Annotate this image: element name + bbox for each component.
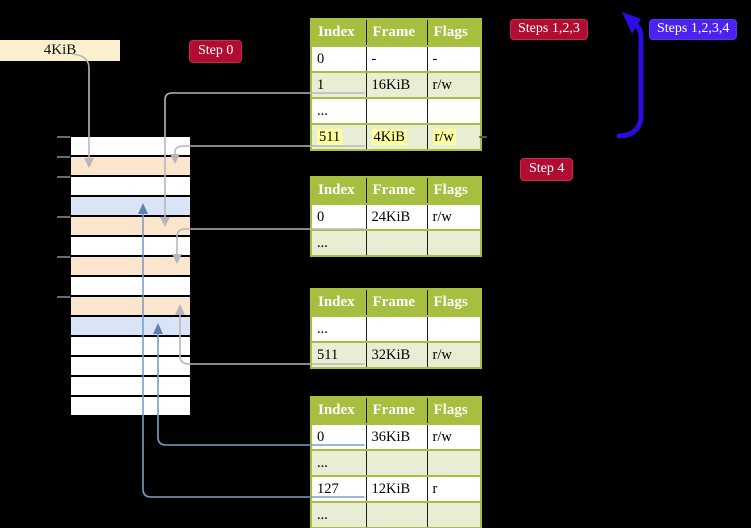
page-size-label: 4KiB xyxy=(0,40,120,61)
table-cell: - xyxy=(366,45,428,72)
column-header-flags: Flags xyxy=(427,19,481,47)
table-row: ... xyxy=(311,97,481,124)
table-cell: ... xyxy=(311,449,367,476)
column-header-flags: Flags xyxy=(427,289,481,317)
loop-back-arrow-line xyxy=(616,22,644,139)
table-cell: ... xyxy=(311,97,367,124)
memory-row-8-white xyxy=(71,277,190,297)
step0-badge: Step 0 xyxy=(189,40,243,63)
table-cell xyxy=(427,315,481,342)
table-cell: ... xyxy=(311,229,367,256)
table-cell: ... xyxy=(311,501,367,528)
table-cell: 0 xyxy=(311,45,367,72)
loop-back-arrow-arrowhead xyxy=(622,12,641,34)
table-cell xyxy=(366,97,428,124)
table-cell: r/w xyxy=(427,423,481,450)
table-cell: 0 xyxy=(311,203,367,230)
table-cell xyxy=(427,97,481,124)
table-cell xyxy=(427,229,481,256)
table-cell: 4KiB xyxy=(366,123,428,150)
loop-back-arrow xyxy=(616,12,644,139)
memory-row-12-white xyxy=(71,357,190,377)
highlighted-value: r/w xyxy=(432,128,456,145)
memory-row-1-white xyxy=(71,137,190,157)
table-cell: 511 xyxy=(311,341,367,368)
table-cell xyxy=(366,449,428,476)
table-row: 511 4KiB r/w xyxy=(311,123,481,150)
memory-row-3-white xyxy=(71,177,190,197)
table-cell: 127 xyxy=(311,475,367,502)
table-row: ... xyxy=(311,229,481,256)
table-row: ... xyxy=(311,501,481,528)
table-cell: 16KiB xyxy=(366,71,428,98)
table-row: ... xyxy=(311,315,481,342)
steps123-badge: Steps 1,2,3 xyxy=(510,19,588,40)
table-cell: 24KiB xyxy=(366,203,428,230)
highlighted-value: 511 xyxy=(317,128,343,145)
column-header-index: Index xyxy=(311,289,367,317)
table-cell: r/w xyxy=(427,123,481,150)
table-row: 0-- xyxy=(311,45,481,72)
step4-badge: Step 4 xyxy=(520,158,574,181)
column-header-index: Index xyxy=(311,19,367,47)
memory-row-10-blue xyxy=(71,317,190,337)
memory-row-7-peach xyxy=(71,257,190,277)
table-cell: r/w xyxy=(427,71,481,98)
table-cell: r xyxy=(427,475,481,502)
column-header-frame: Frame xyxy=(366,19,428,47)
table-cell: 511 xyxy=(311,123,367,150)
column-header-flags: Flags xyxy=(427,397,481,425)
table-cell: r/w xyxy=(427,341,481,368)
table-row: ... xyxy=(311,449,481,476)
table-cell: r/w xyxy=(427,203,481,230)
highlighted-value: 4KiB xyxy=(371,128,407,145)
table-cell xyxy=(366,229,428,256)
table-cell: 12KiB xyxy=(366,475,428,502)
table-cell: 0 xyxy=(311,423,367,450)
memory-row-6-white xyxy=(71,237,190,257)
memory-row-9-peach xyxy=(71,297,190,317)
table-cell xyxy=(366,315,428,342)
table-cell: 1 xyxy=(311,71,367,98)
table-cell: - xyxy=(427,45,481,72)
column-header-frame: Frame xyxy=(366,289,428,317)
column-header-flags: Flags xyxy=(427,177,481,205)
physical-memory-column xyxy=(71,137,190,417)
table-cell: 32KiB xyxy=(366,341,428,368)
memory-row-5-peach xyxy=(71,217,190,237)
memory-row-14-white xyxy=(71,397,190,417)
column-header-index: Index xyxy=(311,397,367,425)
table-cell xyxy=(366,501,428,528)
memory-row-2-peach xyxy=(71,157,190,177)
column-header-frame: Frame xyxy=(366,177,428,205)
memory-row-4-blue xyxy=(71,197,190,217)
column-header-frame: Frame xyxy=(366,397,428,425)
table-cell: 36KiB xyxy=(366,423,428,450)
memory-row-11-white xyxy=(71,337,190,357)
column-header-index: Index xyxy=(311,177,367,205)
table-cell xyxy=(427,449,481,476)
table-cell: ... xyxy=(311,315,367,342)
memory-row-13-white xyxy=(71,377,190,397)
steps1234-badge: Steps 1,2,3,4 xyxy=(649,19,738,40)
table-cell xyxy=(427,501,481,528)
